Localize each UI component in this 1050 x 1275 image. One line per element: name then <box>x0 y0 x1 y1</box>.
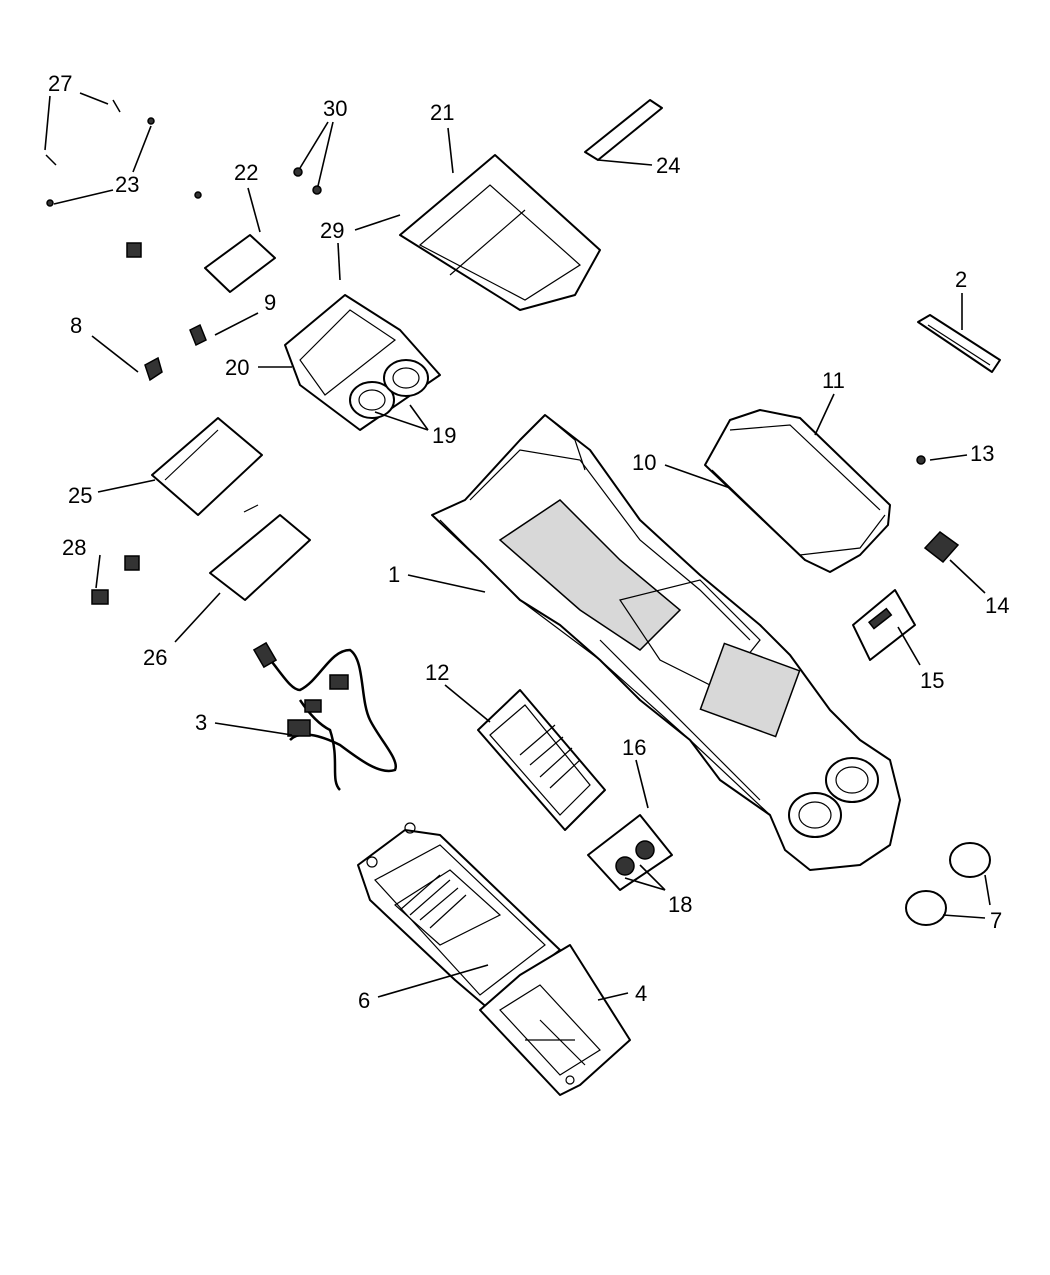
part-20-cupholder-module <box>284 294 441 431</box>
callout-14: 14 <box>985 593 1009 618</box>
callout-12: 12 <box>425 660 449 685</box>
part-2-bracket <box>917 314 1001 373</box>
part-24-trim-strip <box>584 99 663 161</box>
part-28-clips <box>91 555 140 605</box>
part-12-storage-bin <box>477 689 606 831</box>
callout-21: 21 <box>430 100 454 125</box>
part-4-support-bracket <box>479 944 631 1096</box>
callout-2: 2 <box>955 267 967 292</box>
callout-28: 28 <box>62 535 86 560</box>
callout-24: 24 <box>656 153 680 178</box>
callout-18: 18 <box>668 892 692 917</box>
callout-15: 15 <box>920 668 944 693</box>
part-23-27-fasteners <box>45 99 202 258</box>
callout-22: 22 <box>234 160 258 185</box>
callout-30: 30 <box>323 96 347 121</box>
part-26-lid <box>209 504 311 601</box>
callout-6: 6 <box>358 988 370 1013</box>
part-15-bezel <box>852 589 916 661</box>
callout-27: 27 <box>48 71 72 96</box>
part-3-wiring-harness <box>252 641 398 791</box>
part-8-clip <box>144 356 163 382</box>
part-13-fastener <box>916 455 926 465</box>
leader-lines <box>44 92 991 1001</box>
part-30-screws <box>293 167 322 195</box>
part-22-cover-plate <box>204 234 276 293</box>
callout-16: 16 <box>622 735 646 760</box>
callout-19: 19 <box>432 423 456 448</box>
callout-9: 9 <box>264 290 276 315</box>
callout-20: 20 <box>225 355 249 380</box>
callout-8: 8 <box>70 313 82 338</box>
callout-13: 13 <box>970 441 994 466</box>
callout-11: 11 <box>822 368 845 393</box>
part-7-cup-inserts <box>905 842 991 926</box>
callout-29: 29 <box>320 218 344 243</box>
callout-23: 23 <box>115 172 139 197</box>
callout-4: 4 <box>635 981 647 1006</box>
part-16-rear-bezel <box>587 814 673 891</box>
callout-26: 26 <box>143 645 167 670</box>
part-25-door <box>151 417 263 516</box>
callout-25: 25 <box>68 483 92 508</box>
callout-3: 3 <box>195 710 207 735</box>
part-21-shifter-bezel <box>399 154 601 311</box>
callout-1: 1 <box>388 562 400 587</box>
part-1-console-body <box>431 414 901 871</box>
callout-10: 10 <box>632 450 656 475</box>
part-9-clip <box>189 323 207 347</box>
part-14-switch <box>923 531 960 564</box>
part-10-11-armrest-lid <box>704 409 891 573</box>
callout-7: 7 <box>990 908 1002 933</box>
